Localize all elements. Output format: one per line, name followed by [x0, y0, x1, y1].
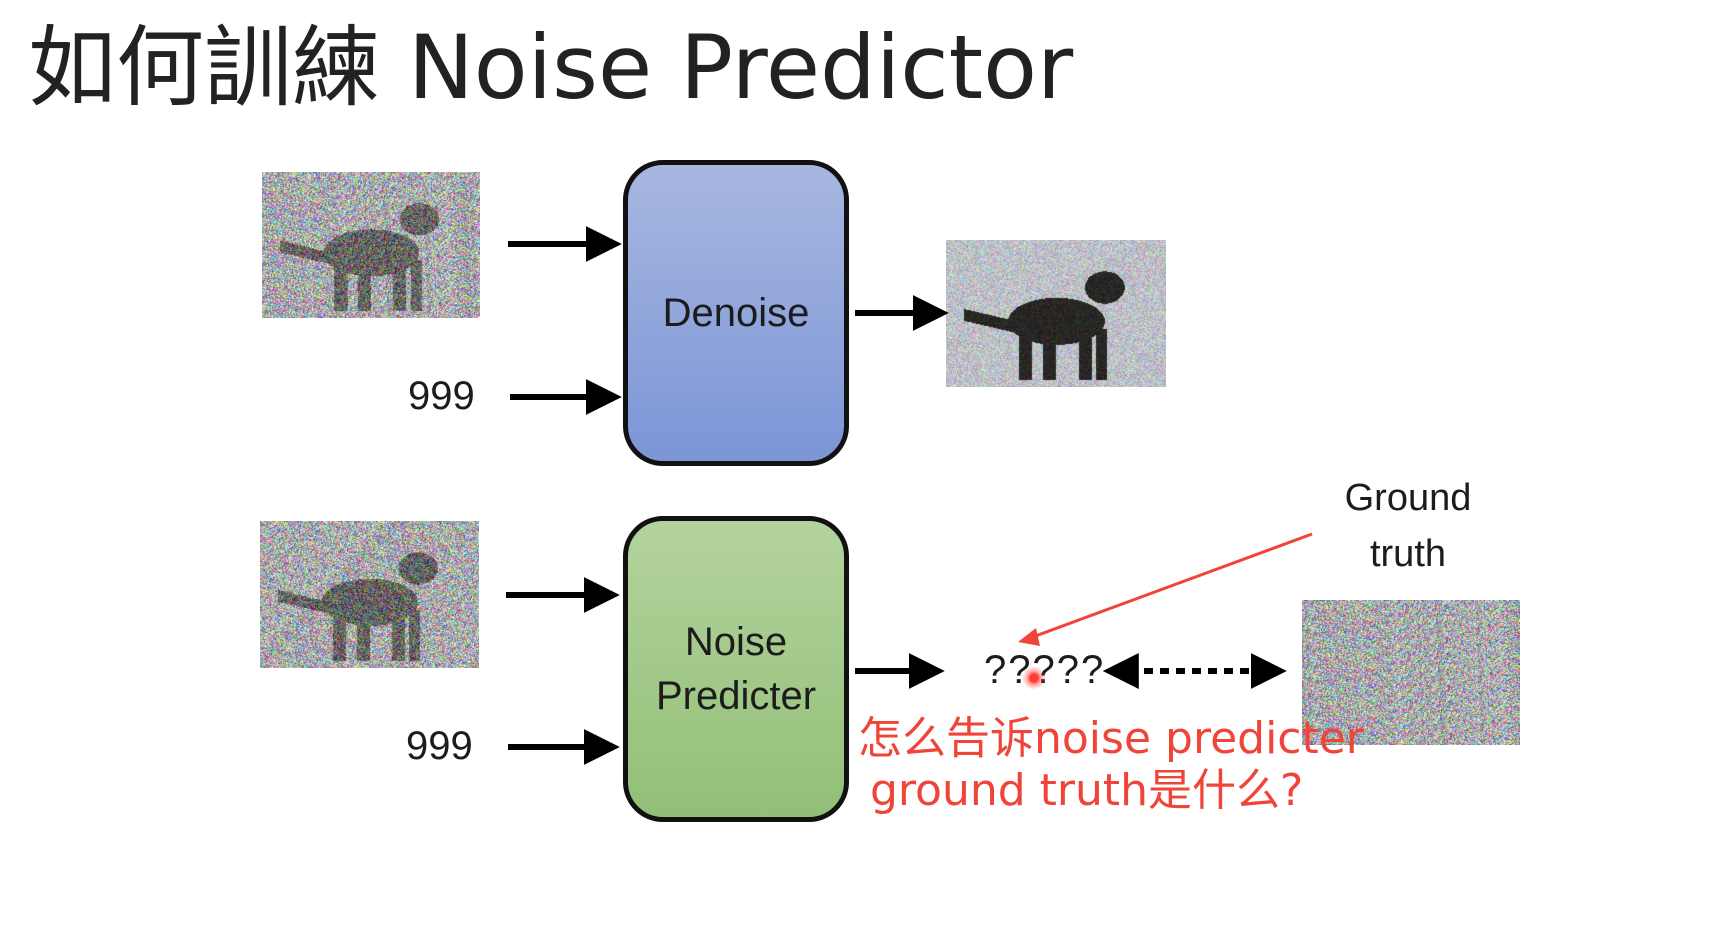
page-title: 如何訓練 Noise Predictor	[28, 16, 1074, 119]
pointer-cursor	[1022, 666, 1046, 690]
less-noisy-cat-canvas	[946, 240, 1166, 387]
denoise-block: Denoise	[623, 160, 849, 466]
red-annotation-arrowhead	[1018, 628, 1040, 646]
ground-truth-line2: truth	[1369, 533, 1447, 575]
noisy-cat-canvas	[262, 172, 480, 318]
ground-truth-label: Ground truth	[1336, 470, 1480, 582]
step-number-top: 999	[408, 374, 475, 418]
noise-canvas	[1302, 600, 1520, 745]
annotation-line2: ground truth是什么?	[870, 765, 1304, 816]
noisy-cat-canvas	[260, 521, 479, 668]
denoise-label: Denoise	[662, 291, 810, 335]
annotation-line1: 怎么告诉noise predicter	[858, 713, 1364, 764]
less-noisy-cat-image	[946, 240, 1166, 387]
noisy-cat-image-bottom	[260, 521, 479, 668]
noise-predicter-label-line1: Noise	[684, 620, 788, 664]
red-annotation-arrow	[1029, 532, 1313, 640]
noise-predicter-block: Noise Predicter	[623, 516, 849, 822]
noise-predicter-label-line2: Predicter	[655, 674, 817, 718]
ground-truth-line1: Ground	[1344, 477, 1472, 519]
noise-predicter-label: Noise Predicter	[656, 615, 816, 723]
ground-truth-noise-image	[1302, 600, 1520, 745]
noisy-cat-image-top	[262, 172, 480, 318]
step-number-bottom: 999	[406, 724, 473, 768]
